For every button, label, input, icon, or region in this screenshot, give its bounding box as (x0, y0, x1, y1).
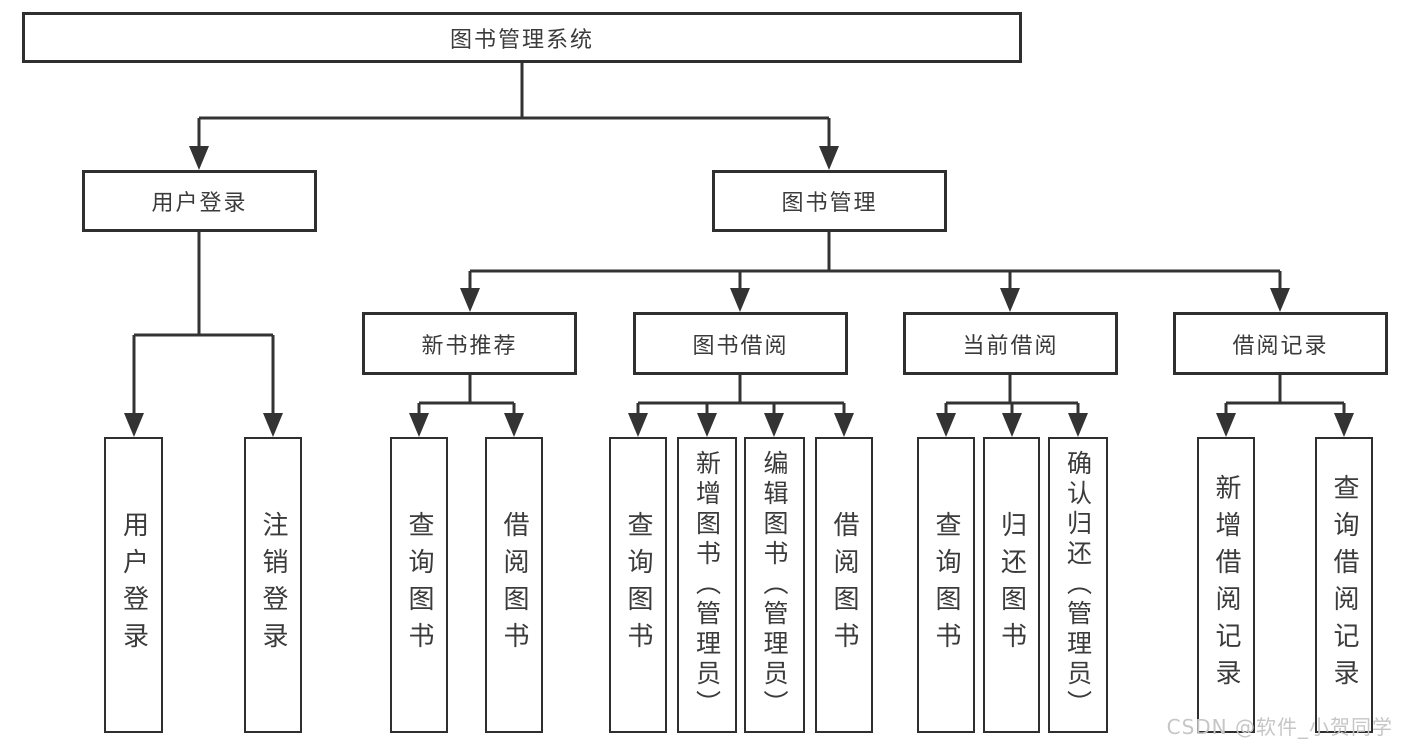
node-label: 确认归还（管理员） (1063, 450, 1093, 720)
arrow-down-icon (409, 413, 429, 437)
node-label: 图书借阅 (692, 333, 789, 359)
arrow-down-icon (819, 146, 839, 170)
node-label: 查询借阅记录 (1329, 474, 1359, 696)
arrow-down-icon (1334, 413, 1354, 437)
arrowheads (124, 146, 1354, 437)
node-user-login: 用户登录 (82, 170, 317, 232)
arrow-down-icon (1216, 413, 1236, 437)
node-label: 新书推荐 (421, 333, 518, 359)
node-label: 借阅图书 (829, 511, 859, 659)
node-label: 当前借阅 (962, 333, 1059, 359)
arrow-down-icon (1068, 413, 1088, 437)
node-label: 归还图书 (996, 511, 1027, 659)
node-label: 查询图书 (931, 511, 961, 659)
arrow-down-icon (460, 288, 480, 312)
arrow-down-icon (189, 146, 209, 170)
leaf-logout: 注销登录 (244, 437, 302, 733)
leaf-query-borrow-record: 查询借阅记录 (1315, 437, 1373, 733)
arrow-down-icon (764, 413, 784, 437)
leaf-borrow-books-2: 借阅图书 (815, 437, 873, 733)
node-label: 借阅图书 (499, 511, 529, 659)
connector-lines (132, 63, 1346, 415)
leaf-user-login: 用户登录 (104, 437, 163, 733)
node-label: 图书管理系统 (449, 27, 594, 53)
node-label: 编辑图书（管理员） (760, 450, 789, 720)
node-label: 借阅记录 (1232, 333, 1329, 359)
connector-borrow-records-children (1224, 375, 1346, 415)
leaf-add-borrow-record: 新增借阅记录 (1197, 437, 1255, 733)
leaf-query-books-3: 查询图书 (917, 437, 975, 733)
arrow-down-icon (1000, 288, 1020, 312)
arrow-down-icon (124, 413, 144, 437)
connector-current-borrow-children (944, 375, 1080, 415)
arrow-down-icon (263, 413, 283, 437)
leaf-add-books-admin: 新增图书（管理员） (677, 437, 737, 733)
connector-new-book-children (417, 375, 516, 415)
arrow-down-icon (730, 288, 750, 312)
node-book-management: 图书管理 (712, 170, 947, 232)
arrow-down-icon (834, 413, 854, 437)
node-label: 新增图书（管理员） (692, 450, 722, 720)
node-library-system: 图书管理系统 (22, 12, 1022, 63)
arrow-down-icon (1002, 413, 1022, 437)
leaf-query-books-2: 查询图书 (609, 437, 667, 733)
watermark: CSDN @软件_小贺同学 (1166, 715, 1393, 739)
node-borrow-records: 借阅记录 (1173, 312, 1388, 375)
node-label: 注销登录 (258, 511, 288, 659)
leaf-borrow-books-1: 借阅图书 (485, 437, 543, 733)
leaf-query-books-1: 查询图书 (390, 437, 448, 733)
node-label: 查询图书 (404, 511, 434, 659)
node-new-book-recommend: 新书推荐 (362, 312, 577, 375)
arrow-down-icon (504, 413, 524, 437)
connector-book-borrow-children (636, 375, 846, 415)
arrow-down-icon (936, 413, 956, 437)
node-label: 用户登录 (118, 511, 149, 659)
node-current-borrow: 当前借阅 (903, 312, 1118, 375)
connector-user-login-children (132, 232, 275, 415)
node-book-borrow: 图书借阅 (633, 312, 848, 375)
leaf-return-books: 归还图书 (983, 437, 1040, 733)
node-label: 用户登录 (151, 191, 248, 216)
arrow-down-icon (628, 413, 648, 437)
node-label: 新增借阅记录 (1211, 474, 1241, 696)
leaf-edit-books-admin: 编辑图书（管理员） (744, 437, 805, 733)
node-label: 图书管理 (781, 191, 878, 216)
arrow-down-icon (697, 413, 717, 437)
leaf-confirm-return-admin: 确认归还（管理员） (1048, 437, 1108, 733)
connector-root-to-level1 (197, 63, 831, 148)
node-label: 查询图书 (623, 511, 653, 659)
arrow-down-icon (1270, 288, 1290, 312)
connector-book-management-children (468, 232, 1282, 290)
